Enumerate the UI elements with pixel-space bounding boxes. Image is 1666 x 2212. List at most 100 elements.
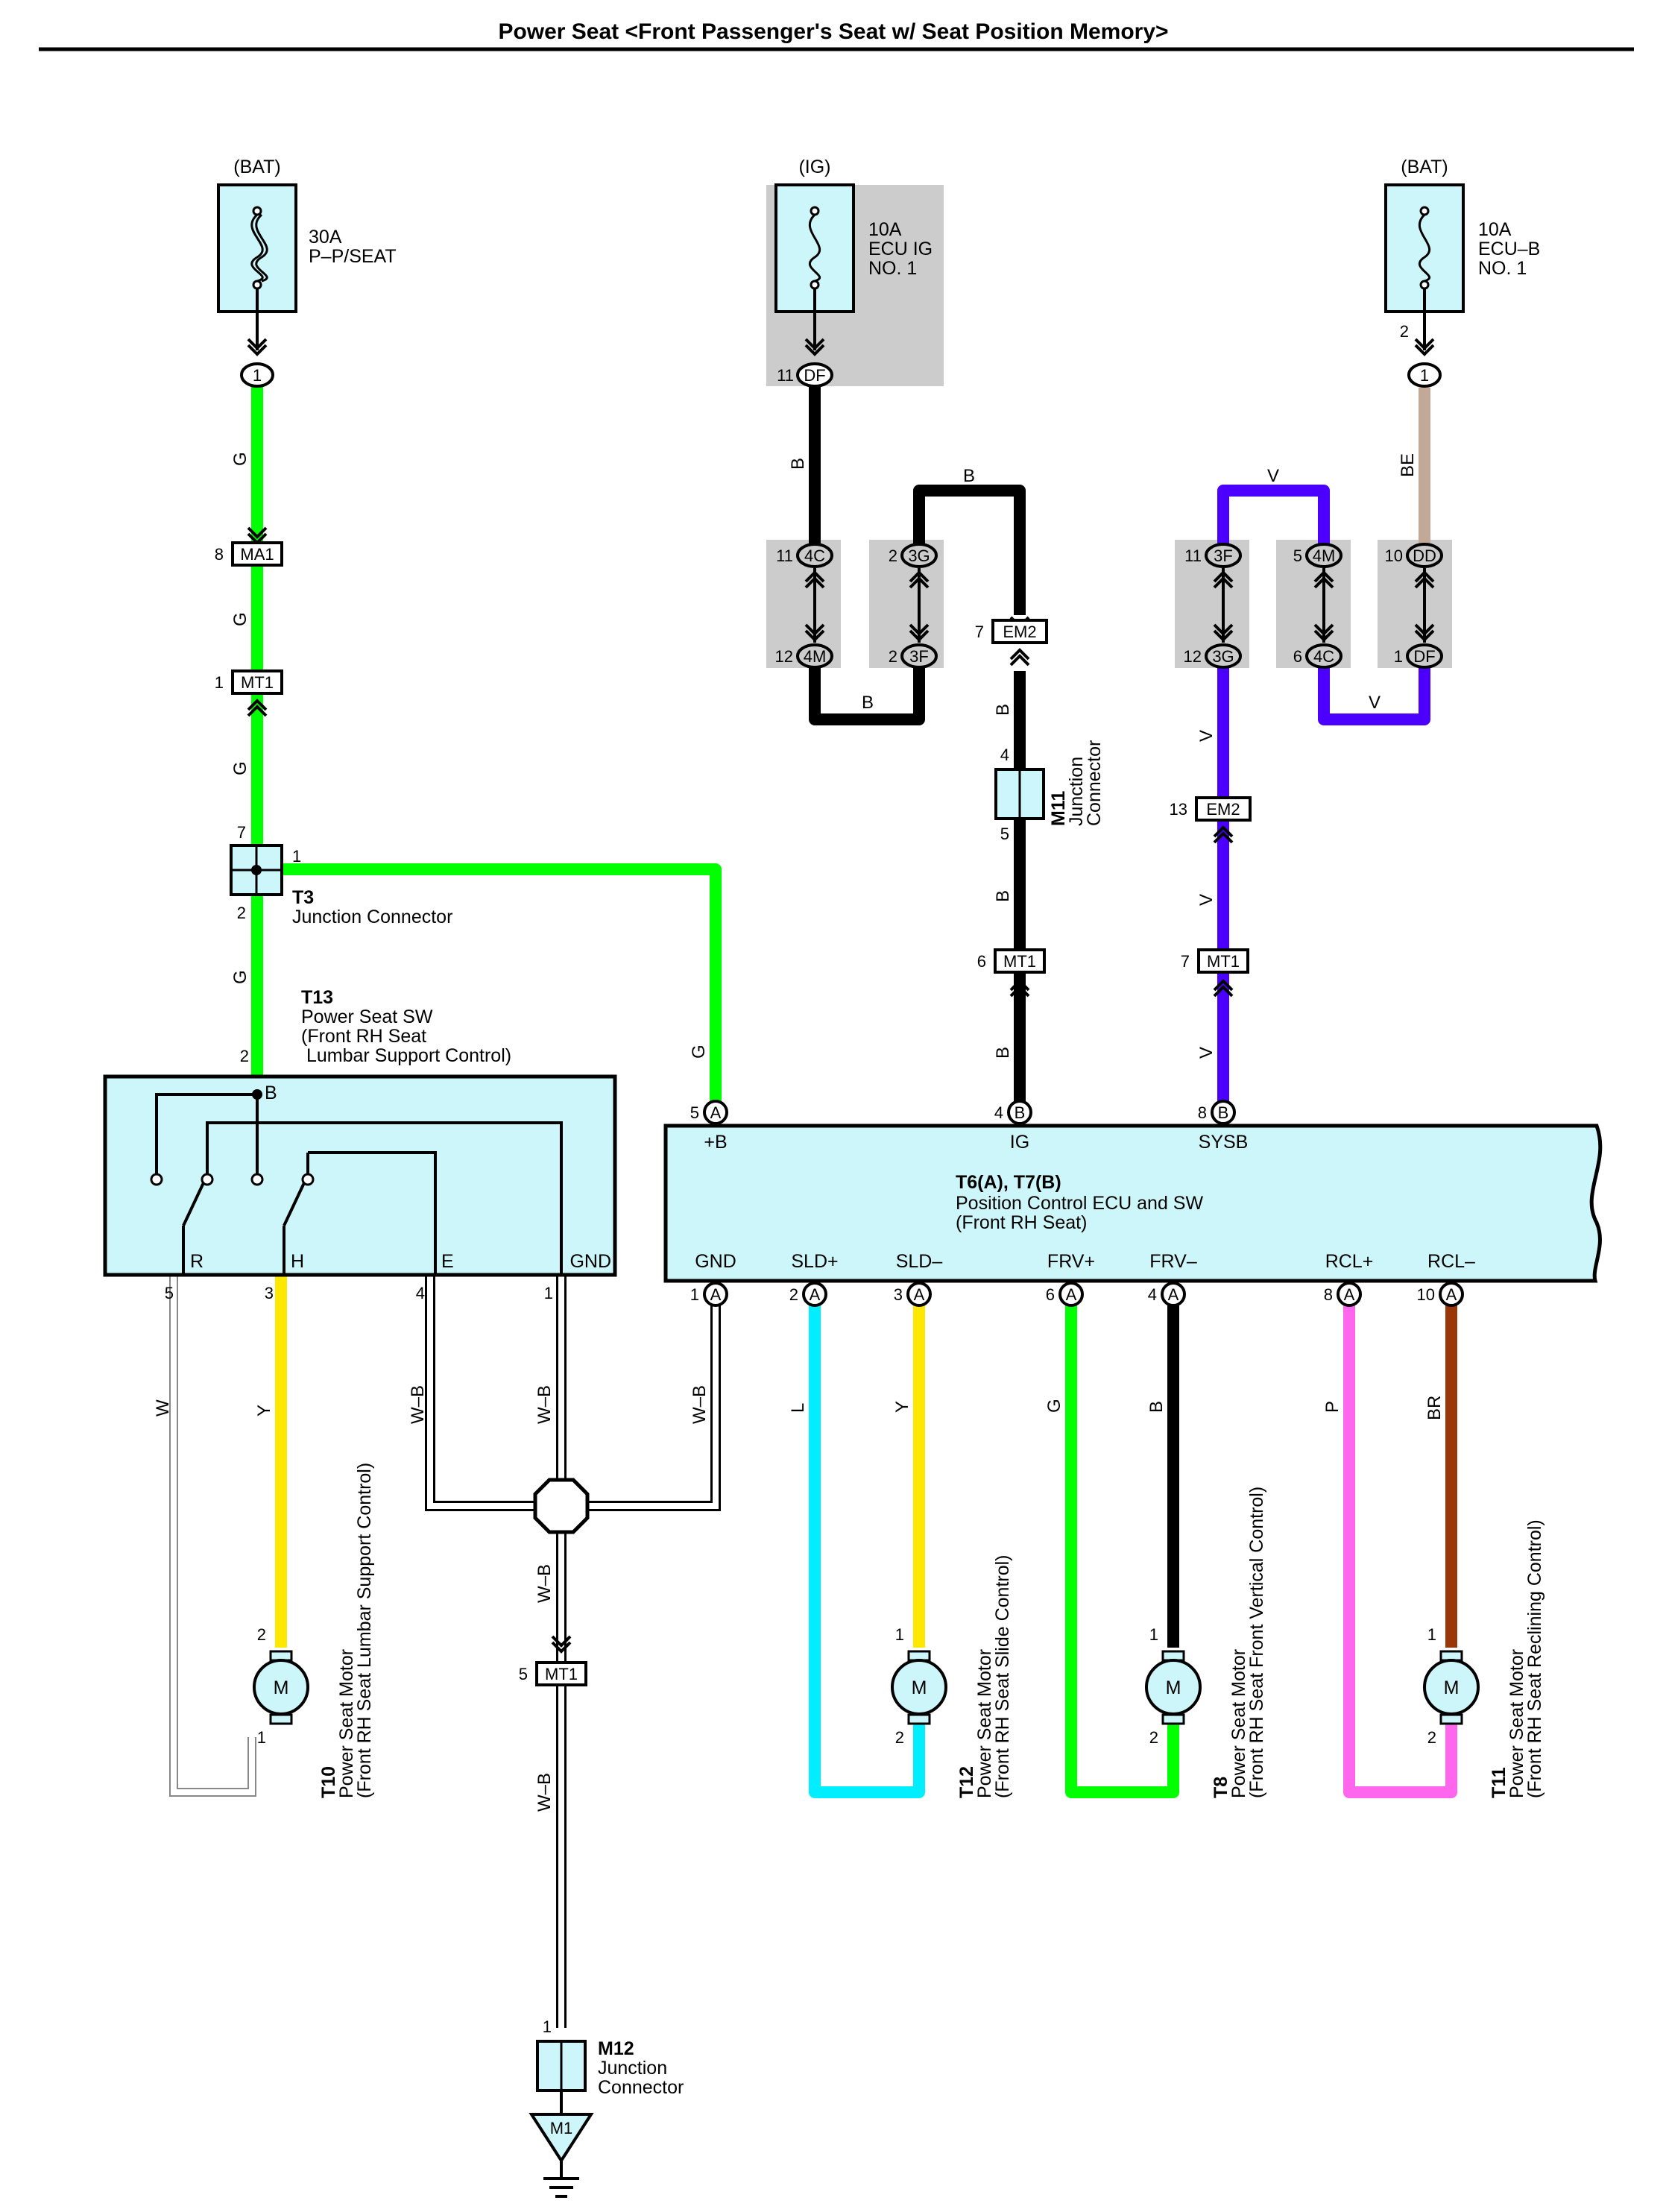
ecu-terminal-rcl-plus: RCL+A8 <box>1324 1251 1373 1307</box>
svg-text:FRV–: FRV– <box>1149 1251 1197 1272</box>
svg-text:B: B <box>993 890 1013 902</box>
svg-text:BR: BR <box>1424 1396 1445 1420</box>
svg-text:T3: T3 <box>292 887 314 908</box>
jb-connectors: 4C 11 4M 12 3G 2 3F 2 3F 11 3G 12 <box>775 543 1443 669</box>
position-control-ecu: T6(A), T7(B) Position Control ECU and SW… <box>663 1124 1603 1283</box>
svg-text:W–B: W–B <box>690 1385 710 1424</box>
svg-text:1: 1 <box>292 847 301 866</box>
svg-text:ECU IG: ECU IG <box>868 239 933 259</box>
svg-text:MT1: MT1 <box>241 673 274 692</box>
svg-text:Y: Y <box>254 1405 274 1417</box>
svg-text:6: 6 <box>977 952 986 971</box>
ecu-bottom-terminals: GNDA1SLD+A2SLD–A3FRV+A6FRV–A4RCL+A8RCL–A… <box>690 1251 1475 1307</box>
svg-text:2: 2 <box>1149 1728 1158 1747</box>
svg-text:10: 10 <box>1385 546 1403 565</box>
wire-wb-group <box>425 1275 721 2028</box>
ecu-terminal-frv-plus: FRV+A6 <box>1046 1251 1095 1307</box>
svg-text:MT1: MT1 <box>1003 952 1036 971</box>
svg-text:T8: T8 <box>1211 1777 1231 1798</box>
svg-text:P: P <box>1322 1401 1342 1413</box>
svg-text:B: B <box>1015 1103 1026 1122</box>
svg-text:10: 10 <box>1417 1285 1435 1304</box>
svg-text:EM2: EM2 <box>1003 623 1036 641</box>
svg-text:(Front RH Seat Lumbar Support: (Front RH Seat Lumbar Support Control) <box>354 1463 375 1798</box>
svg-text:P–P/SEAT: P–P/SEAT <box>309 246 397 267</box>
svg-text:1: 1 <box>253 366 262 385</box>
svg-text:GND: GND <box>695 1251 736 1272</box>
connector-ma1: MA1 8 <box>215 526 283 567</box>
svg-text:DF: DF <box>804 366 825 385</box>
svg-text:1: 1 <box>1420 366 1429 385</box>
svg-text:SYSB: SYSB <box>1199 1132 1249 1153</box>
svg-text:13: 13 <box>1170 800 1187 819</box>
jb-4m-4c: 4M 5 4C 6 <box>1293 543 1342 669</box>
svg-text:5: 5 <box>690 1103 699 1122</box>
svg-text:1: 1 <box>543 2017 552 2036</box>
svg-text:A: A <box>710 1285 722 1304</box>
svg-text:2: 2 <box>895 1728 904 1747</box>
connector-mt1-b: MT1 6 <box>977 948 1046 998</box>
svg-text:5: 5 <box>519 1665 528 1683</box>
svg-text:W–B: W–B <box>534 1385 555 1424</box>
svg-text:Power Seat Motor: Power Seat Motor <box>1228 1649 1249 1798</box>
svg-text:FRV+: FRV+ <box>1047 1251 1095 1272</box>
svg-text:(Front RH Seat Front Vertical: (Front RH Seat Front Vertical Control) <box>1246 1487 1267 1798</box>
svg-text:V: V <box>1267 466 1279 486</box>
wire-b-loop <box>809 656 925 725</box>
svg-text:GND: GND <box>569 1251 611 1272</box>
svg-text:B: B <box>1146 1401 1167 1413</box>
svg-text:1: 1 <box>1149 1625 1158 1644</box>
svg-text:7: 7 <box>975 623 984 641</box>
fuse-p-p-seat: (BAT) 30A P–P/SEAT 1 <box>217 157 397 388</box>
svg-text:G: G <box>230 612 250 626</box>
connector-mt1-c: MT1 7 <box>1181 948 1249 998</box>
svg-text:(Front RH Seat): (Front RH Seat) <box>956 1212 1087 1233</box>
svg-text:(Front RH Seat Slide Control): (Front RH Seat Slide Control) <box>992 1554 1013 1798</box>
svg-text:11: 11 <box>776 546 793 565</box>
connector-em2-a: EM2 7 <box>975 616 1048 667</box>
connector-em2-b: EM2 13 <box>1170 796 1252 844</box>
ecu-terminal-sld-plus: SLD+A2 <box>789 1251 839 1307</box>
svg-text:B: B <box>993 1047 1013 1059</box>
svg-text:A: A <box>914 1285 925 1304</box>
svg-text:(Front RH Seat Reclining Contr: (Front RH Seat Reclining Control) <box>1524 1519 1545 1798</box>
svg-text:1: 1 <box>544 1284 553 1302</box>
wire-v-top <box>1217 485 1330 555</box>
svg-text:B: B <box>963 466 975 486</box>
jb-dd-df: DD 10 DF 1 <box>1385 543 1443 669</box>
svg-text:B: B <box>788 458 808 470</box>
svg-text:6: 6 <box>1293 647 1302 666</box>
svg-text:3G: 3G <box>908 546 930 565</box>
svg-text:1: 1 <box>690 1285 699 1304</box>
wire-w-outer <box>169 1275 256 1797</box>
wire-b-top <box>913 485 1026 615</box>
wire-p <box>1343 1297 1457 1798</box>
svg-text:T12: T12 <box>956 1766 977 1798</box>
svg-text:10A: 10A <box>1478 219 1512 240</box>
svg-text:B: B <box>862 693 874 713</box>
svg-text:2: 2 <box>240 1047 249 1065</box>
jb-3f-3g: 3F 11 3G 12 <box>1184 543 1242 669</box>
svg-text:5: 5 <box>1000 825 1009 843</box>
svg-text:M12: M12 <box>598 2038 634 2059</box>
svg-text:Junction: Junction <box>598 2058 667 2079</box>
wire-v-loop <box>1318 656 1430 725</box>
svg-text:M: M <box>1166 1677 1181 1698</box>
svg-text:G: G <box>230 970 250 984</box>
svg-text:V: V <box>1369 693 1381 713</box>
svg-text:11: 11 <box>1184 546 1202 565</box>
svg-text:(Front RH Seat: (Front RH Seat <box>301 1026 426 1047</box>
fuse-ecu-ig: (IG) 10A ECU IG NO. 1 11 DF <box>774 157 933 388</box>
svg-text:A: A <box>1344 1285 1355 1304</box>
svg-text:2: 2 <box>789 1285 798 1304</box>
svg-text:12: 12 <box>1184 647 1202 666</box>
wire-l <box>809 1297 925 1798</box>
svg-text:V: V <box>1196 894 1217 906</box>
svg-text:30A: 30A <box>309 227 342 248</box>
ground-m1-icon: M1 <box>528 2090 594 2198</box>
svg-text:7: 7 <box>237 823 246 842</box>
